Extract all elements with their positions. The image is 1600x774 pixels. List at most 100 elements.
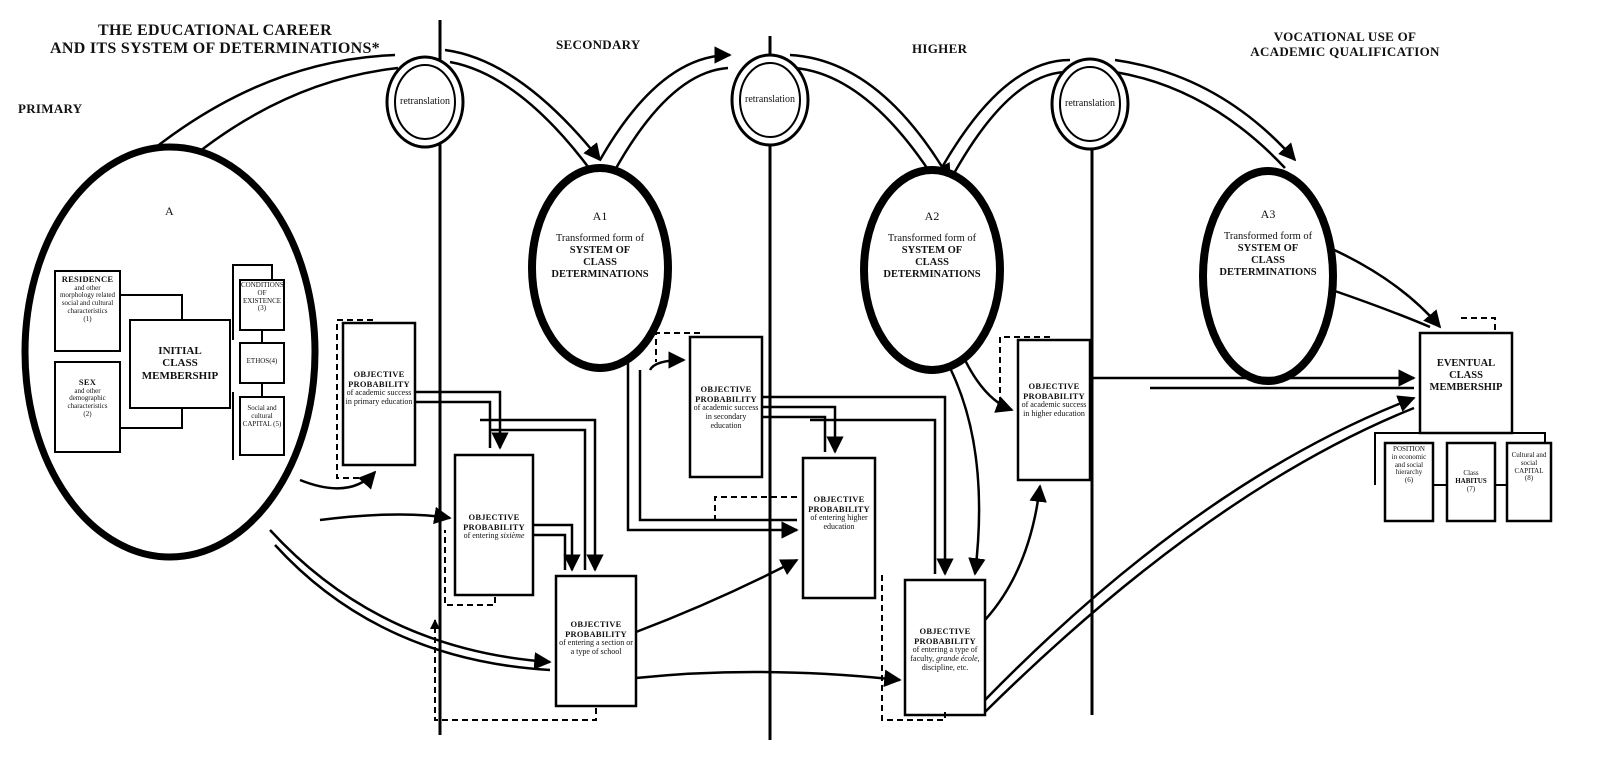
arc-retranslation-3-to-a3 (1114, 58, 1297, 162)
ecm-line-3: MEMBERSHIP (1429, 381, 1503, 393)
box-capital (239, 396, 285, 456)
success-higher-head: OBJECTIVE PROBABILITY (1023, 381, 1085, 401)
ellipse-a2-text: A2 Transformed form of SYSTEM OF CLASS D… (877, 209, 987, 280)
flow-secondary-to-faculty (762, 395, 954, 576)
flow-a1-to-higher (626, 360, 799, 539)
entering-faculty-body: of entering a type of faculty, (910, 645, 978, 663)
success-primary-body: of academic success in primary education (345, 388, 413, 406)
flow-a3-to-eventual (1329, 246, 1442, 329)
residence-num: (1) (83, 314, 92, 323)
ellipse-a-name: A (165, 204, 174, 218)
title-line-1: THE EDUCATIONAL CAREER (98, 22, 332, 39)
position-head: POSITION (1393, 445, 1425, 453)
diagram-title: THE EDUCATIONAL CAREER AND ITS SYSTEM OF… (45, 22, 385, 58)
cultural-capital-text: Cultural and social CAPITAL (8) (1508, 451, 1550, 483)
arc-a-to-retranslation-1 (139, 53, 396, 161)
flow-a-to-success-primary (299, 470, 377, 490)
feedback-section (430, 619, 597, 721)
box-success-higher (1016, 338, 1092, 482)
entering-faculty-head: OBJECTIVE PROBABILITY (914, 626, 976, 646)
box-entering-section (554, 574, 638, 708)
box-entering-sixieme (453, 453, 535, 597)
entering-faculty-text: OBJECTIVE PROBABILITY of entering a type… (907, 626, 983, 673)
arc-a2-to-retranslation-3 (933, 58, 1071, 181)
title-line-2: AND ITS SYSTEM OF DETERMINATIONS* (50, 39, 380, 57)
sex-num: (2) (83, 410, 92, 418)
capital-body: Social and cultural (247, 404, 277, 420)
entering-sixieme-text: OBJECTIVE PROBABILITY of entering sixièm… (456, 512, 532, 541)
retranslation-label-2: retranslation (745, 94, 795, 105)
entering-sixieme-italic: sixième (500, 531, 525, 541)
entering-section-head: OBJECTIVE PROBABILITY (565, 619, 627, 639)
a1-bold-2: CLASS (583, 256, 617, 268)
box-residence (54, 270, 121, 352)
flow-faculty-to-eventual (984, 395, 1416, 701)
flow-a1-to-success-secondary (648, 351, 686, 371)
ecm-line-1: EVENTUAL (1436, 358, 1496, 369)
sex-body: and other demographic characteristics (67, 386, 108, 411)
position-body: in economic and social hierarchy (1391, 452, 1427, 477)
ethos-text: ETHOS(4) (246, 357, 278, 365)
box-entering-higher (801, 456, 877, 600)
residence-text: RESIDENCE and other morphology related s… (57, 274, 118, 324)
capital-text: Social and cultural CAPITAL (5) (241, 404, 283, 428)
residence-head: RESIDENCE (61, 274, 114, 284)
entering-section-body: of entering a section or a type of schoo… (559, 638, 633, 656)
ellipse-a2 (860, 166, 1004, 374)
arc-retranslation-1-to-a1 (444, 48, 602, 162)
a3-bold-3: DETERMINATIONS (1219, 266, 1317, 278)
sex-head: SEX (78, 377, 97, 387)
habitus-num: (7) (1466, 484, 1476, 493)
flow-faculty-to-success-higher (984, 484, 1047, 621)
retranslation-circle-3 (1050, 57, 1130, 151)
a2-bold-2: CLASS (915, 256, 949, 268)
position-num: (6) (1404, 476, 1414, 485)
ecm-line-2: CLASS (1449, 369, 1483, 381)
stage-label-higher: HIGHER (912, 41, 968, 56)
a3-bold-2: CLASS (1251, 254, 1285, 266)
entering-faculty-italic: grande école, (936, 653, 980, 663)
eventual-class-membership-text: EVENTUAL CLASS MEMBERSHIP (1422, 358, 1510, 393)
retranslation-label-3: retranslation (1065, 98, 1115, 109)
stage-label-vocational: VOCATIONAL USE OF ACADEMIC QUALIFICATION (1240, 29, 1450, 59)
box-cultural-capital (1505, 441, 1553, 523)
box-success-primary (341, 321, 417, 467)
stage-label-secondary: SECONDARY (556, 37, 641, 52)
conditions-head: CONDITIONS OF EXISTENCE (241, 281, 284, 305)
a1-name: A1 (592, 209, 608, 223)
ellipse-a1 (528, 164, 672, 372)
a1-bold-3: DETERMINATIONS (551, 268, 649, 280)
ellipse-a3-text: A3 Transformed form of SYSTEM OF CLASS D… (1213, 207, 1323, 278)
success-secondary-body: of academic success in secondary educati… (693, 403, 759, 430)
flow-a2-to-success-higher (963, 359, 1014, 413)
icm-line-1: INITIAL (158, 345, 202, 357)
ellipse-a1-text: A1 Transformed form of SYSTEM OF CLASS D… (545, 209, 655, 280)
entering-faculty-tail: discipline, etc. (921, 662, 969, 672)
icm-line-2: CLASS (162, 357, 198, 370)
cultural-body: Cultural and social (1511, 451, 1547, 467)
a1-bold-1: SYSTEM OF (569, 245, 631, 257)
flow-section-to-faculty (635, 669, 902, 688)
box-habitus (1445, 441, 1497, 523)
box-eventual-class-membership (1418, 331, 1514, 435)
entering-higher-body: of entering higher education (810, 513, 868, 531)
flow-section-to-higher (635, 558, 799, 634)
a1-lite: Transformed form of (555, 233, 645, 245)
habitus-body: Class (1463, 469, 1479, 477)
flow-secondary-to-higher (762, 405, 844, 454)
entering-sixieme-body: of entering (463, 531, 499, 541)
entering-section-text: OBJECTIVE PROBABILITY of entering a sect… (558, 619, 634, 657)
vocational-line-2: ACADEMIC QUALIFICATION (1250, 43, 1440, 59)
a2-bold-3: DETERMINATIONS (883, 268, 981, 280)
entering-higher-text: OBJECTIVE PROBABILITY of entering higher… (805, 494, 873, 532)
habitus-head: HABITUS (1455, 476, 1487, 485)
success-primary-text: OBJECTIVE PROBABILITY of academic succes… (345, 369, 413, 407)
stage-label-primary: PRIMARY (18, 101, 83, 116)
a3-bold-1: SYSTEM OF (1237, 243, 1299, 255)
icm-line-3: MEMBERSHIP (141, 369, 219, 382)
flow-a-to-sixieme (319, 506, 452, 525)
success-higher-text: OBJECTIVE PROBABILITY of academic succes… (1020, 381, 1088, 419)
box-entering-faculty (903, 578, 987, 717)
initial-class-membership-text: INITIAL CLASS MEMBERSHIP (132, 345, 228, 382)
